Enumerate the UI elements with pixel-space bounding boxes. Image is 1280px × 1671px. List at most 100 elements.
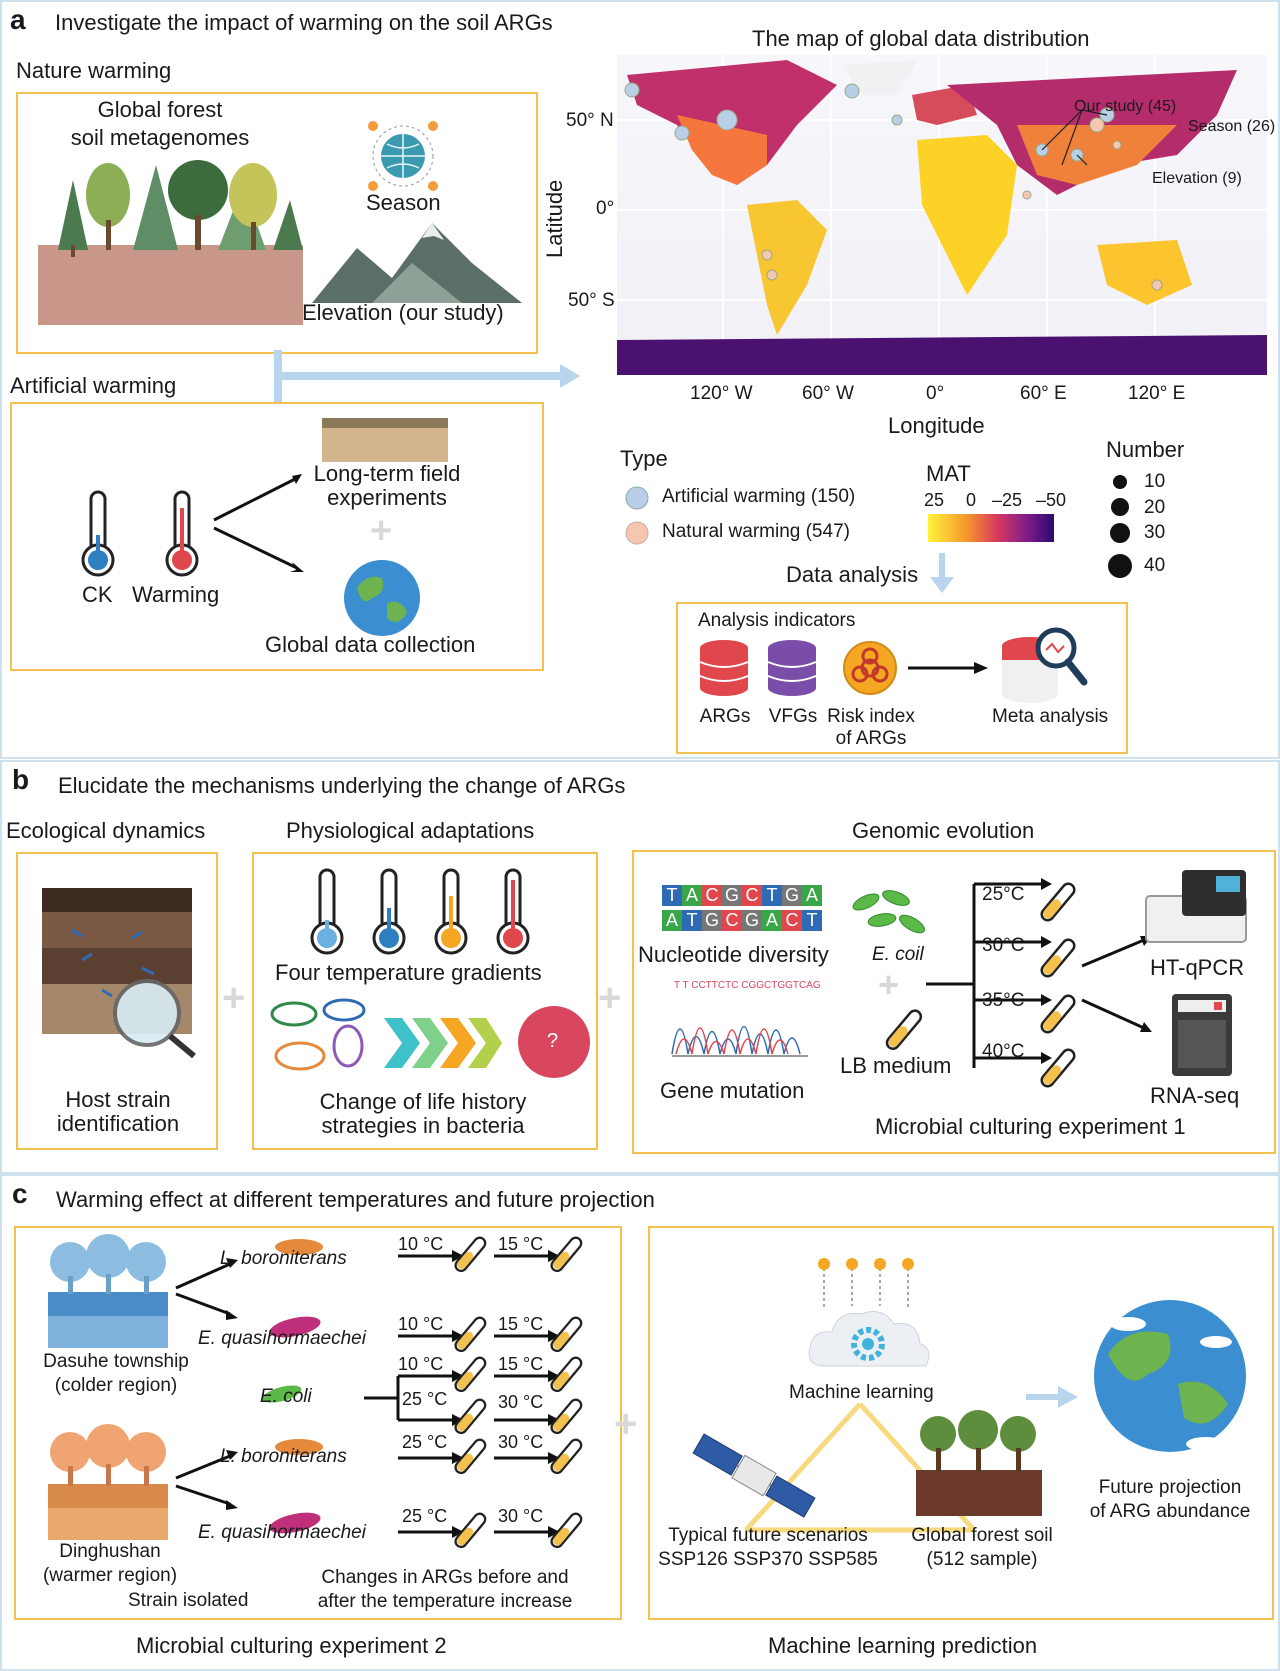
mat-tick-m50: –50	[1036, 490, 1067, 510]
chromatogram-icon	[671, 1026, 808, 1057]
lb-medium-label: LB medium	[840, 1053, 952, 1078]
thermometer-warming-icon	[165, 490, 199, 577]
bacterium-orange-icon	[275, 1439, 323, 1455]
future-earth-icon	[1094, 1300, 1246, 1452]
culture-branches	[926, 878, 1052, 1068]
panel-a-label: a	[10, 4, 26, 35]
panel-b	[0, 760, 1280, 1174]
panel-c-label: c	[12, 1178, 28, 1209]
sequence-text: T T CCTTCTC CGGCTGGTCAG	[674, 980, 821, 991]
temperature-gradients-label: Four temperature gradients	[275, 960, 542, 985]
bacterium-magenta-icon	[269, 1316, 321, 1338]
rnaseq-label: RNA-seq	[1150, 1083, 1240, 1108]
c-temp-label: 25 °C	[402, 1506, 448, 1526]
plus-icon: +	[614, 1402, 638, 1446]
strain-label: E. quasihormaechei	[198, 1522, 366, 1543]
legend-artificial-label: Artificial warming (150)	[662, 486, 856, 507]
season-globe-icon	[368, 121, 438, 191]
cold-site-label: Dasuhe township (colder region)	[43, 1351, 189, 1396]
gene-mutation-label: Gene mutation	[660, 1078, 805, 1103]
physiological-heading: Physiological adaptations	[286, 818, 535, 843]
cold-site-illustration	[48, 1234, 168, 1348]
ecoli-cluster-icon	[852, 890, 925, 934]
analysis-item-args: ARGs	[699, 706, 751, 727]
forest-soil-icon	[916, 1410, 1042, 1516]
dna-base: G	[782, 885, 802, 906]
legend-natural-label: Natural warming (547)	[662, 521, 850, 542]
rnaseq-machine-icon	[1172, 994, 1232, 1076]
c-temp-label: 30 °C	[498, 1392, 544, 1412]
global-data-label: Global data collection	[265, 632, 476, 657]
connector-arrow	[274, 350, 580, 402]
ecoil-label: E. coil	[872, 944, 924, 965]
ml-caption: Machine learning prediction	[768, 1633, 1038, 1658]
biohazard-icon	[843, 641, 897, 695]
plus-icon: +	[370, 510, 393, 552]
dna-base: T	[762, 885, 782, 906]
map-annotation-our-study: Our study (45)	[1074, 98, 1177, 115]
temperature-arrows	[364, 1250, 560, 1538]
ml-cloud-icon	[808, 1258, 930, 1367]
satellite-icon	[692, 1433, 816, 1518]
c-temp-label: 15 °C	[498, 1234, 544, 1254]
data-analysis-heading: Data analysis	[786, 562, 919, 587]
culture-tubes	[1040, 882, 1076, 1088]
dna-base: C	[742, 885, 762, 906]
ecological-heading: Ecological dynamics	[6, 818, 206, 843]
nature-warming-heading: Nature warming	[16, 58, 172, 83]
dna-base: C	[702, 885, 722, 906]
panel-b-title: Elucidate the mechanisms underlying the …	[58, 773, 626, 798]
host-strain-caption: Host strain identification	[56, 1087, 180, 1136]
legend-type-title: Type	[620, 446, 668, 471]
arrow-to-meta-icon	[908, 662, 988, 674]
forest-label: Global forest soil metagenomes	[70, 97, 250, 150]
dna-base: A	[682, 885, 702, 906]
right-arrow-icon	[1026, 1386, 1078, 1408]
branch-arrows	[213, 474, 304, 572]
map-xtick-0: 0°	[926, 383, 945, 404]
dna-row-top: T A C G C T G A	[662, 885, 822, 906]
future-projection-label: Future projection of ARG abundance	[1089, 1477, 1251, 1522]
legend-natural-marker	[625, 521, 649, 545]
bacterium-magenta-icon	[269, 1512, 321, 1534]
temp-25c: 25°C	[982, 884, 1025, 905]
site-to-strain-arrows	[175, 1258, 238, 1510]
mat-tick-0: 0	[966, 490, 977, 510]
nucleotide-diversity-label: Nucleotide diversity	[638, 942, 829, 967]
experiment2-caption: Microbial culturing experiment 2	[136, 1633, 447, 1658]
plus-icon: +	[878, 964, 900, 1005]
c-temp-label: 15 °C	[498, 1354, 544, 1374]
legend-number-30: 30	[1144, 522, 1166, 543]
dna-base: A	[762, 910, 782, 931]
temp-30c: 30°C	[982, 935, 1025, 956]
database-args-icon	[699, 640, 749, 696]
four-thermometers-icon	[310, 868, 530, 955]
analysis-indicators-title: Analysis indicators	[698, 610, 856, 631]
mat-colorbar	[928, 514, 1054, 542]
forest-soil-label: Global forest soil (512 sample)	[911, 1525, 1053, 1570]
temp-40c: 40°C	[982, 1041, 1025, 1062]
map-title: The map of global data distribution	[752, 26, 1090, 51]
dna-base: G	[702, 910, 722, 931]
legend-number-40: 40	[1144, 555, 1166, 576]
earth-icon	[344, 560, 420, 636]
genomic-heading: Genomic evolution	[852, 818, 1035, 843]
scenarios-label: Typical future scenarios SSP126 SSP370 S…	[658, 1525, 878, 1570]
warm-site-label: Dinghushan (warmer region)	[42, 1541, 178, 1586]
dna-row-bottom: A T G C G A C T	[662, 910, 822, 931]
culturing-box	[14, 1226, 622, 1620]
dna-base: T	[662, 885, 682, 906]
temp-35c: 35°C	[982, 990, 1025, 1011]
c-temp-label: 30 °C	[498, 1432, 544, 1452]
c-culture-tubes	[452, 1234, 585, 1551]
map-ytick-50n: 50° N	[566, 110, 614, 131]
dna-base: A	[662, 910, 682, 931]
soil-profile-illustration	[42, 888, 196, 1059]
machine-learning-label: Machine learning	[789, 1382, 934, 1403]
map-xtick-120w: 120° W	[690, 383, 753, 404]
forest-illustration	[38, 160, 303, 325]
map-annotation-season: Season (26)	[1188, 118, 1276, 135]
warm-site-illustration	[48, 1424, 168, 1540]
database-vfgs-icon	[767, 640, 817, 696]
dna-base: G	[722, 885, 742, 906]
